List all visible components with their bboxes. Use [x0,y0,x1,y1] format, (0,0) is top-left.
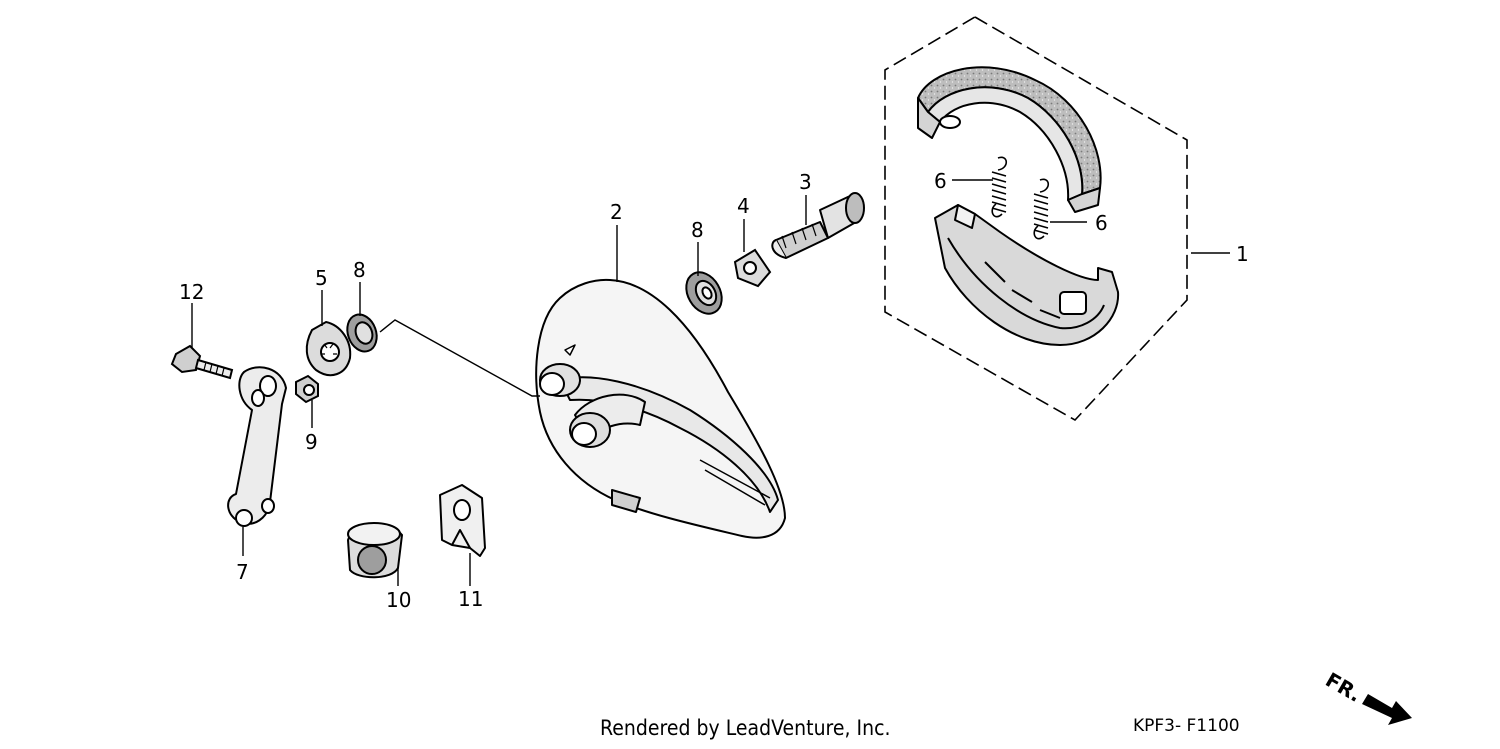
callout-5: 5 [315,266,328,290]
diagram-code: KPF3- F1100 [1133,716,1240,736]
callout-leaders [191,179,1230,586]
front-direction-arrow-icon [1362,694,1412,725]
brake-shoe-set-outline [884,16,1188,422]
callout-4: 4 [737,194,750,218]
wear-indicator [305,320,352,377]
wear-indicator-plate [733,248,772,288]
nut [295,374,319,404]
callout-6-left: 6 [934,169,947,193]
brake-cam [771,192,865,259]
callout-3: 3 [799,170,812,194]
callout-8-lower: 8 [353,258,366,282]
brake-shoe-spring-right [1033,178,1050,240]
callout-7: 7 [236,560,249,584]
callout-11: 11 [458,587,483,611]
callout-9: 9 [305,430,318,454]
leader-line-seal-to-panel [379,319,540,397]
stay-clamp [439,484,486,557]
front-direction-indicator: FR. [1322,668,1412,725]
callout-1: 1 [1236,242,1249,266]
callout-12: 12 [179,280,204,304]
callout-10: 10 [386,588,411,612]
brake-panel [535,278,786,539]
brake-shoe-lower [934,204,1120,346]
render-credit: Rendered by LeadVenture, Inc. [600,716,891,740]
callout-2: 2 [610,200,623,224]
brake-shoe-upper [917,66,1102,213]
bolt [170,344,234,380]
callout-8-upper: 8 [691,218,704,242]
oil-seal-lower [346,313,378,353]
spacer [346,522,404,579]
oil-seal-upper [685,271,723,315]
brake-arm [227,366,287,527]
callout-6-right: 6 [1095,211,1108,235]
front-direction-label: FR. [1322,668,1366,707]
brake-shoe-spring-left [991,156,1008,218]
